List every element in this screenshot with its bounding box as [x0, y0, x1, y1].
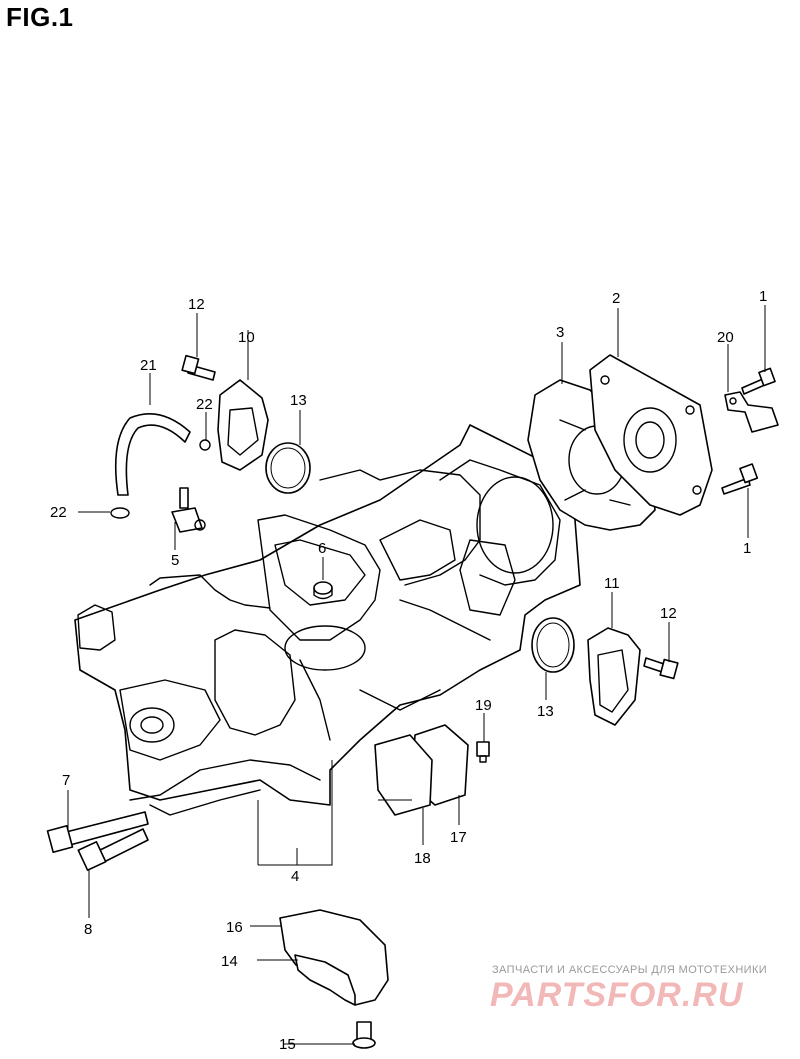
callout-5: 5: [171, 552, 179, 569]
callout-15: 15: [279, 1036, 296, 1053]
callout-11: 11: [604, 575, 620, 592]
leader-lines: [67, 305, 766, 1045]
callout-8: 8: [84, 921, 92, 938]
callout-12-upper: 12: [188, 296, 205, 313]
cap-part-lower: [587, 627, 641, 726]
callout-1-lower: 1: [743, 540, 751, 557]
fitting-part: [171, 487, 206, 533]
o-ring-part-upper: [265, 442, 311, 494]
callout-2: 2: [612, 290, 620, 307]
callout-16: 16: [226, 919, 243, 936]
callout-14: 14: [221, 953, 238, 970]
cylinder-block: [74, 424, 581, 816]
o-ring-inner-lower: [536, 622, 570, 668]
watermark-brand: PARTSFOR.RU: [490, 976, 744, 1014]
callout-19: 19: [475, 697, 492, 714]
callout-22-upper: 22: [196, 396, 213, 413]
cap-part-upper: [217, 379, 269, 471]
callouts: 1 1 2 3 4 5 6 7 8 10 11 12 12 13 13 14 1…: [50, 288, 767, 1053]
callout-13-lower: 13: [537, 703, 554, 720]
callout-10: 10: [238, 329, 255, 346]
callout-13-upper: 13: [290, 392, 307, 409]
bolt-part-1-upper: [741, 367, 776, 395]
callout-1-upper: 1: [759, 288, 767, 305]
shield-part-16: [279, 909, 389, 1006]
long-bolt-part-8: [77, 828, 149, 871]
watermark-tagline: ЗАПЧАСТИ И АКСЕССУАРЫ ДЛЯ МОТОТЕХНИКИ: [492, 964, 768, 976]
bolt-part-12-lower: [643, 657, 679, 680]
cover-plate-part: [589, 354, 713, 516]
shield-part-14: [294, 954, 356, 1006]
long-bolt-part-7: [46, 811, 149, 854]
screw-part: [352, 1021, 376, 1049]
callout-6: 6: [318, 540, 326, 557]
bracket-part: [724, 391, 779, 433]
gasket-part: [527, 379, 656, 531]
callout-20: 20: [717, 329, 734, 346]
callout-17: 17: [450, 829, 467, 846]
callout-12-lower: 12: [660, 605, 677, 622]
callout-3: 3: [556, 324, 564, 341]
clip-part-lower: [110, 507, 130, 519]
bolt-part-1-lower: [721, 463, 759, 495]
figure-title: FIG.1: [6, 2, 74, 32]
callout-21: 21: [140, 357, 157, 374]
o-ring-inner-upper: [270, 447, 306, 489]
small-bolt-part: [476, 741, 490, 763]
callout-22-lower: 22: [50, 504, 67, 521]
dowel-pin-part: [313, 581, 333, 600]
plate-part-18: [374, 734, 433, 816]
hose-part: [114, 412, 191, 496]
callout-18: 18: [414, 850, 431, 867]
callout-7: 7: [62, 772, 70, 789]
callout-4: 4: [291, 868, 299, 885]
o-ring-part-lower: [531, 617, 575, 673]
bolt-part-12-upper: [181, 354, 216, 381]
clip-part-upper: [199, 439, 211, 451]
